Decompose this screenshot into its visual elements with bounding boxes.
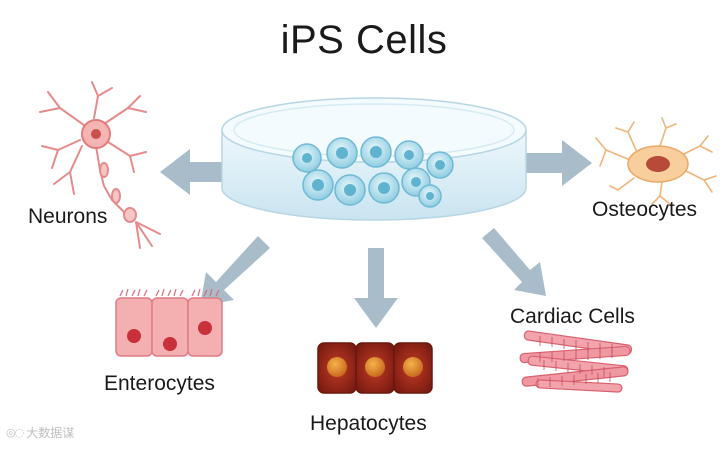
label-osteocytes: Osteocytes xyxy=(592,198,697,222)
watermark: ◎◌ 大数据谋 xyxy=(6,424,74,441)
diagram-title: iPS Cells xyxy=(0,18,728,63)
label-neurons: Neurons xyxy=(28,205,107,229)
petri-dish xyxy=(222,98,526,220)
arrow-right xyxy=(520,140,592,186)
arrow-down xyxy=(354,248,398,328)
arrow-left xyxy=(160,149,232,195)
label-hepatocytes: Hepatocytes xyxy=(310,412,427,436)
label-cardiac-cells: Cardiac Cells xyxy=(510,305,635,329)
enterocyte-illustration xyxy=(116,289,222,356)
hepatocyte-illustration xyxy=(318,343,432,393)
label-enterocytes: Enterocytes xyxy=(104,372,215,396)
arrow-lower-right xyxy=(482,228,546,296)
cardiac-illustration xyxy=(520,331,632,393)
osteocyte-illustration xyxy=(596,118,716,204)
camera-logo-icon: ◎◌ xyxy=(6,426,23,439)
watermark-text: 大数据谋 xyxy=(26,424,74,441)
